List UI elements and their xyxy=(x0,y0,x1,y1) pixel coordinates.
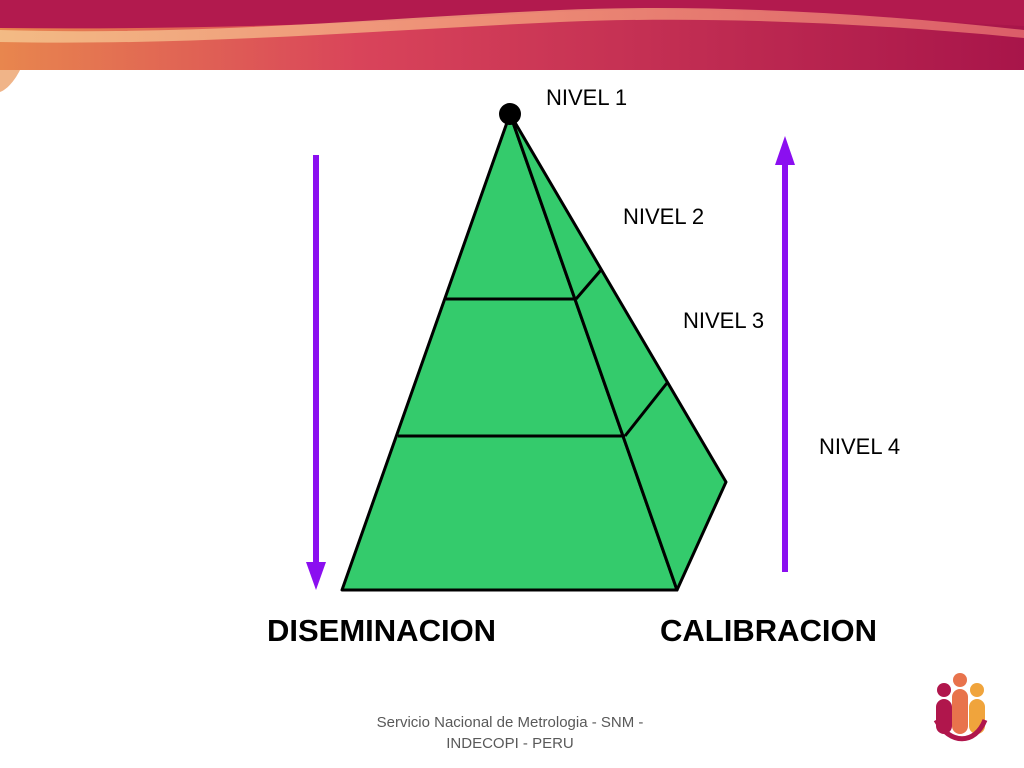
footer-line-2: INDECOPI - PERU xyxy=(446,735,574,752)
pyramid xyxy=(340,112,728,592)
pyramid-side-face xyxy=(508,112,728,592)
footer-line-1: Servicio Nacional de Metrologia - SNM - xyxy=(376,714,644,731)
dissemination-label: DISEMINACION xyxy=(267,613,497,648)
calibration-label: CALIBRACION xyxy=(660,613,877,648)
apex-dot xyxy=(499,103,521,125)
down-arrow xyxy=(306,155,326,590)
level-2-label: NIVEL 2 xyxy=(623,204,705,229)
top-banner xyxy=(0,0,1024,92)
level-4-label: NIVEL 4 xyxy=(819,434,901,459)
footer-text: Servicio Nacional de Metrologia - SNM - … xyxy=(330,712,690,754)
level-1-label: NIVEL 1 xyxy=(546,85,628,110)
up-arrow xyxy=(775,136,795,572)
logo-icon xyxy=(933,673,988,742)
level-3-label: NIVEL 3 xyxy=(683,308,765,333)
